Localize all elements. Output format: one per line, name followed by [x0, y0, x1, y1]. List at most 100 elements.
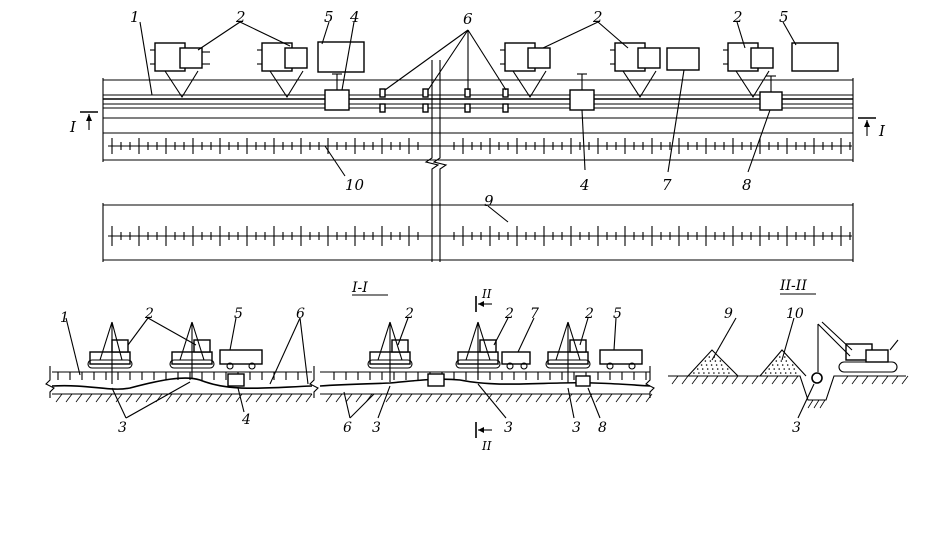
- spoil-dot: [782, 364, 784, 366]
- spoil-dot: [772, 364, 774, 366]
- spoil-dot: [712, 368, 714, 370]
- spoil-dot: [722, 368, 724, 370]
- spoil-dot: [703, 372, 705, 374]
- spoil-dot: [795, 372, 797, 374]
- spoil-dot: [781, 360, 783, 362]
- spoil-dot: [706, 364, 708, 366]
- spoil-dot: [713, 372, 715, 374]
- pipelayer-2-d: [610, 43, 660, 97]
- spoil-dot: [701, 364, 703, 366]
- pipelayer-2-a: [150, 43, 210, 97]
- section-machine-4b: [428, 374, 444, 386]
- section1-label-8: 8: [598, 420, 607, 436]
- section-II-II: II-II 9 10 3: [668, 278, 908, 436]
- section1-label-2a: 2: [144, 306, 154, 322]
- section2-label-9: 9: [724, 306, 733, 322]
- spoil-dot: [728, 372, 730, 374]
- spoil-dot: [717, 368, 719, 370]
- section-pipelayer-d: [456, 322, 500, 380]
- spoil-dot: [790, 372, 792, 374]
- section-unit-5b: [600, 350, 642, 369]
- section1-label-3a: 3: [118, 420, 127, 436]
- section-mark-right: I: [858, 118, 886, 140]
- spoil-dot: [698, 372, 700, 374]
- spoil-heaps-dots: [693, 356, 796, 374]
- spoil-dot: [792, 364, 794, 366]
- plan-label-7: 7: [662, 176, 672, 194]
- plan-label-5b: 5: [779, 8, 789, 26]
- section-unit-7: [502, 352, 530, 369]
- section1-label-5b: 5: [613, 306, 622, 322]
- plan-label-6: 6: [463, 10, 473, 28]
- section1-label-2c: 2: [504, 306, 514, 322]
- section-unit-5a: [220, 350, 262, 369]
- plan-label-9: 9: [484, 192, 494, 210]
- unit-7: [667, 48, 699, 70]
- section-machine-4: [228, 374, 244, 386]
- spoil-dot: [720, 360, 722, 362]
- spoil-dot: [721, 364, 723, 366]
- plan-label-10: 10: [345, 176, 365, 194]
- spoil-dot: [723, 372, 725, 374]
- spoil-dot: [788, 368, 790, 370]
- section2-pipelayer: [818, 322, 898, 372]
- spoil-dot: [716, 364, 718, 366]
- section1-label-5a: 5: [234, 306, 243, 322]
- spoil-dot: [786, 360, 788, 362]
- pipelayer-2-b: [257, 43, 307, 97]
- section1-label-3b: 3: [372, 420, 381, 436]
- section-pipelayer-a: [88, 322, 132, 384]
- spoil-dot: [770, 372, 772, 374]
- spoil-dot: [768, 368, 770, 370]
- spoil-heap-9-scale: [108, 226, 852, 246]
- pipelayer-2-e: [723, 43, 773, 97]
- spoil-dot: [702, 368, 704, 370]
- spoil-dot: [778, 368, 780, 370]
- spoil-dot: [783, 368, 785, 370]
- spoil-dot: [727, 368, 729, 370]
- plan-label-8: 8: [742, 176, 752, 194]
- section-II-mark-top: II: [481, 287, 492, 301]
- spoil-dot: [709, 356, 711, 358]
- section-pipelayer-b: [170, 322, 214, 378]
- section2-label-3: 3: [792, 420, 801, 436]
- spoil-dot: [773, 368, 775, 370]
- plan-label-2a: 2: [235, 8, 246, 26]
- spoil-dot: [715, 360, 717, 362]
- section-II-II-title: II-II: [779, 278, 807, 294]
- section2-label-10: 10: [786, 306, 804, 322]
- section1-label-3d: 3: [572, 420, 581, 436]
- spoil-dot: [793, 368, 795, 370]
- section1-label-6b: 6: [343, 420, 352, 436]
- spoil-dot: [707, 368, 709, 370]
- spoil-dot: [784, 356, 786, 358]
- spoil-dot: [785, 372, 787, 374]
- spoil-dot: [697, 368, 699, 370]
- machine-4-a: [325, 74, 349, 110]
- spoil-dot: [710, 360, 712, 362]
- section1-label-2d: 2: [584, 306, 594, 322]
- pipe-supports-6: [380, 89, 508, 112]
- plan-label-2c: 2: [732, 8, 743, 26]
- machine-4-b: [570, 74, 594, 110]
- section-I-I: I-I: [46, 280, 654, 453]
- section-II-mark-bottom: II: [481, 439, 492, 453]
- plan-label-4b: 4: [579, 176, 590, 194]
- section1-label-7: 7: [530, 306, 539, 322]
- section1-label-3c: 3: [504, 420, 513, 436]
- section-I-I-title: I-I: [351, 280, 368, 296]
- spoil-heap-10-scale: [108, 138, 852, 154]
- plan-label-4a: 4: [349, 8, 360, 26]
- section1-label-2b: 2: [404, 306, 414, 322]
- plan-label-5a: 5: [324, 8, 334, 26]
- spoil-dot: [718, 372, 720, 374]
- section1-label-4: 4: [241, 412, 251, 428]
- section-mark-left-label: I: [69, 118, 77, 136]
- spoil-dot: [711, 364, 713, 366]
- spoil-dot: [765, 372, 767, 374]
- section-mark-right-label: I: [878, 122, 886, 140]
- unit-5-b: [792, 43, 838, 71]
- section1-label-6a: 6: [296, 306, 305, 322]
- spoil-dot: [779, 356, 781, 358]
